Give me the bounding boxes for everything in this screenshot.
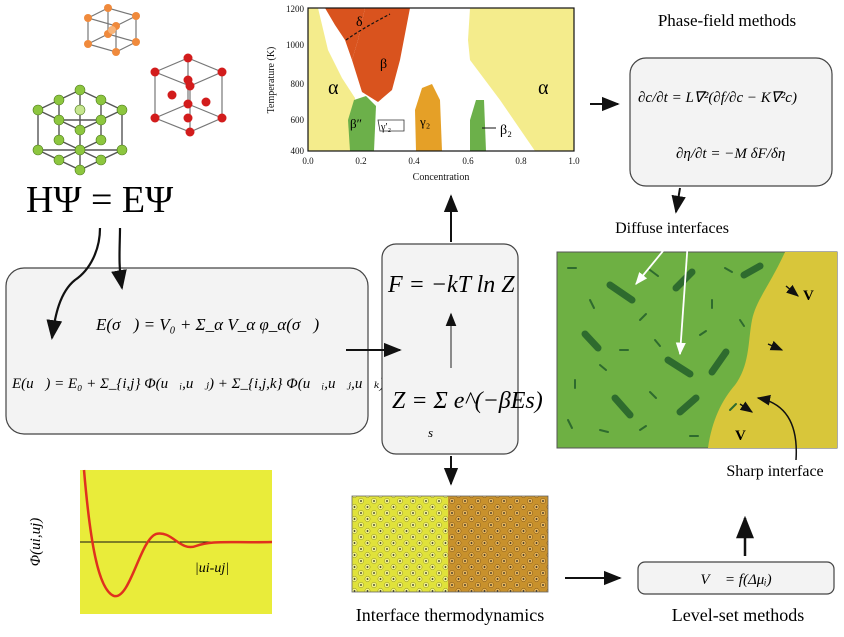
phase-label-delta: δ (356, 15, 363, 30)
phase-diagram-frame (307, 7, 575, 152)
levelset-box (637, 561, 835, 595)
phase-diagram-ylabel: Temperature (K) (266, 47, 277, 114)
phase-gamma2 (415, 84, 442, 151)
ytick-400: 400 (291, 146, 305, 156)
interface-lattice-left (352, 496, 448, 592)
phase-label-beta2: β₂ (500, 123, 512, 138)
phase-label-alpha-right: α (538, 77, 549, 99)
phase-delta (325, 8, 365, 60)
phase-label-gamma2: γ₂ (419, 114, 430, 129)
cluster-expansion-box (5, 267, 369, 435)
cluster-expansion-equation: E(σ⃗) = V₀ + Σ_α V_α φ_α(σ⃗) (95, 315, 319, 334)
allen-cahn-equation: ∂η/∂t = −M δF/δη (676, 146, 785, 162)
potential-curve (82, 469, 273, 598)
hamiltonian-equation: HΨ = EΨ (26, 179, 173, 221)
potential-plot: Φ(ui,uj) |ui-uj| (28, 469, 273, 614)
phase-beta (352, 8, 410, 102)
phase-field-to-microstructure-arrow (671, 187, 686, 214)
phase-diagram: α α δ β β″ γ′₂ γ₂ β₂ 400 600 800 1000 12… (266, 4, 580, 183)
partition-sum-index: s (428, 425, 433, 440)
ytick-1000: 1000 (286, 40, 305, 50)
phase-label-alpha-left: α (328, 77, 339, 99)
ytick-600: 600 (291, 115, 305, 125)
potential-xlabel: |ui-uj| (195, 561, 229, 576)
xtick-02: 0.2 (355, 156, 366, 166)
precipitates (567, 262, 764, 437)
phase-gamma2-prime (377, 119, 405, 132)
phase-label-beta: β (380, 57, 387, 72)
interface-thermodynamics-label: Interface thermodynamics (356, 605, 544, 625)
interface-lattice-frame (351, 495, 549, 593)
microstructure-panel: Diffuse interfaces V⃗ V⃗ Sharp interface (556, 220, 838, 480)
crystal-structures (32, 4, 227, 176)
potential-ylabel: Φ(ui,uj) (28, 518, 44, 567)
phase-two-phase-top (392, 8, 470, 60)
ytick-1200: 1200 (286, 4, 305, 14)
interatomic-potential-equation: E(u⃗) = E₀ + Σ_{i,j} Φ(u⃗ᵢ,u⃗ⱼ) + Σ_{i,j… (11, 376, 413, 392)
phase-label-beta-double-prime: β″ (350, 116, 362, 131)
phase-diagram-xlabel: Concentration (413, 172, 470, 183)
levelset-equation: V⃗ = f(Δμᵢ) (700, 572, 771, 588)
phase-field-box (629, 57, 833, 187)
orange-crystal-icon (84, 4, 140, 56)
xtick-1: 1.0 (568, 156, 580, 166)
velocity-label-top: V⃗ (803, 288, 826, 304)
green-crystal-icon (32, 84, 128, 176)
free-energy-equation: F = −kT ln Z (387, 272, 515, 298)
diffuse-pointer-2 (675, 239, 689, 356)
phase-beta-double-prime (348, 96, 376, 151)
phase-label-gamma2-prime: γ′₂ (380, 122, 391, 133)
xtick-08: 0.8 (515, 156, 527, 166)
velocity-label-bottom: V⃗ (735, 428, 758, 444)
ytick-800: 800 (291, 79, 305, 89)
xtick-04: 0.4 (408, 156, 420, 166)
delta-beta-boundary (345, 13, 391, 41)
red-crystal-icon (150, 53, 227, 137)
phase-field-title: Phase-field methods (658, 11, 796, 30)
partition-function-equation: Z = Σ e^(−βEs) (392, 388, 543, 414)
cahn-hilliard-equation: ∂c/∂t = L∇²(∂f/∂c − K∇²c) (638, 90, 797, 106)
sharp-interface-pointer (756, 394, 798, 461)
phase-beta2 (470, 100, 486, 151)
diffuse-interfaces-label: Diffuse interfaces (615, 220, 729, 237)
xtick-0: 0.0 (302, 156, 314, 166)
interface-lattice-right (448, 496, 548, 592)
xtick-06: 0.6 (462, 156, 474, 166)
levelset-label: Level-set methods (672, 605, 804, 625)
velocity-arrows (739, 284, 799, 413)
sharp-interface-label: Sharp interface (726, 463, 823, 480)
hamiltonian-arrows (46, 227, 127, 340)
diffuse-pointer-1 (635, 239, 673, 285)
